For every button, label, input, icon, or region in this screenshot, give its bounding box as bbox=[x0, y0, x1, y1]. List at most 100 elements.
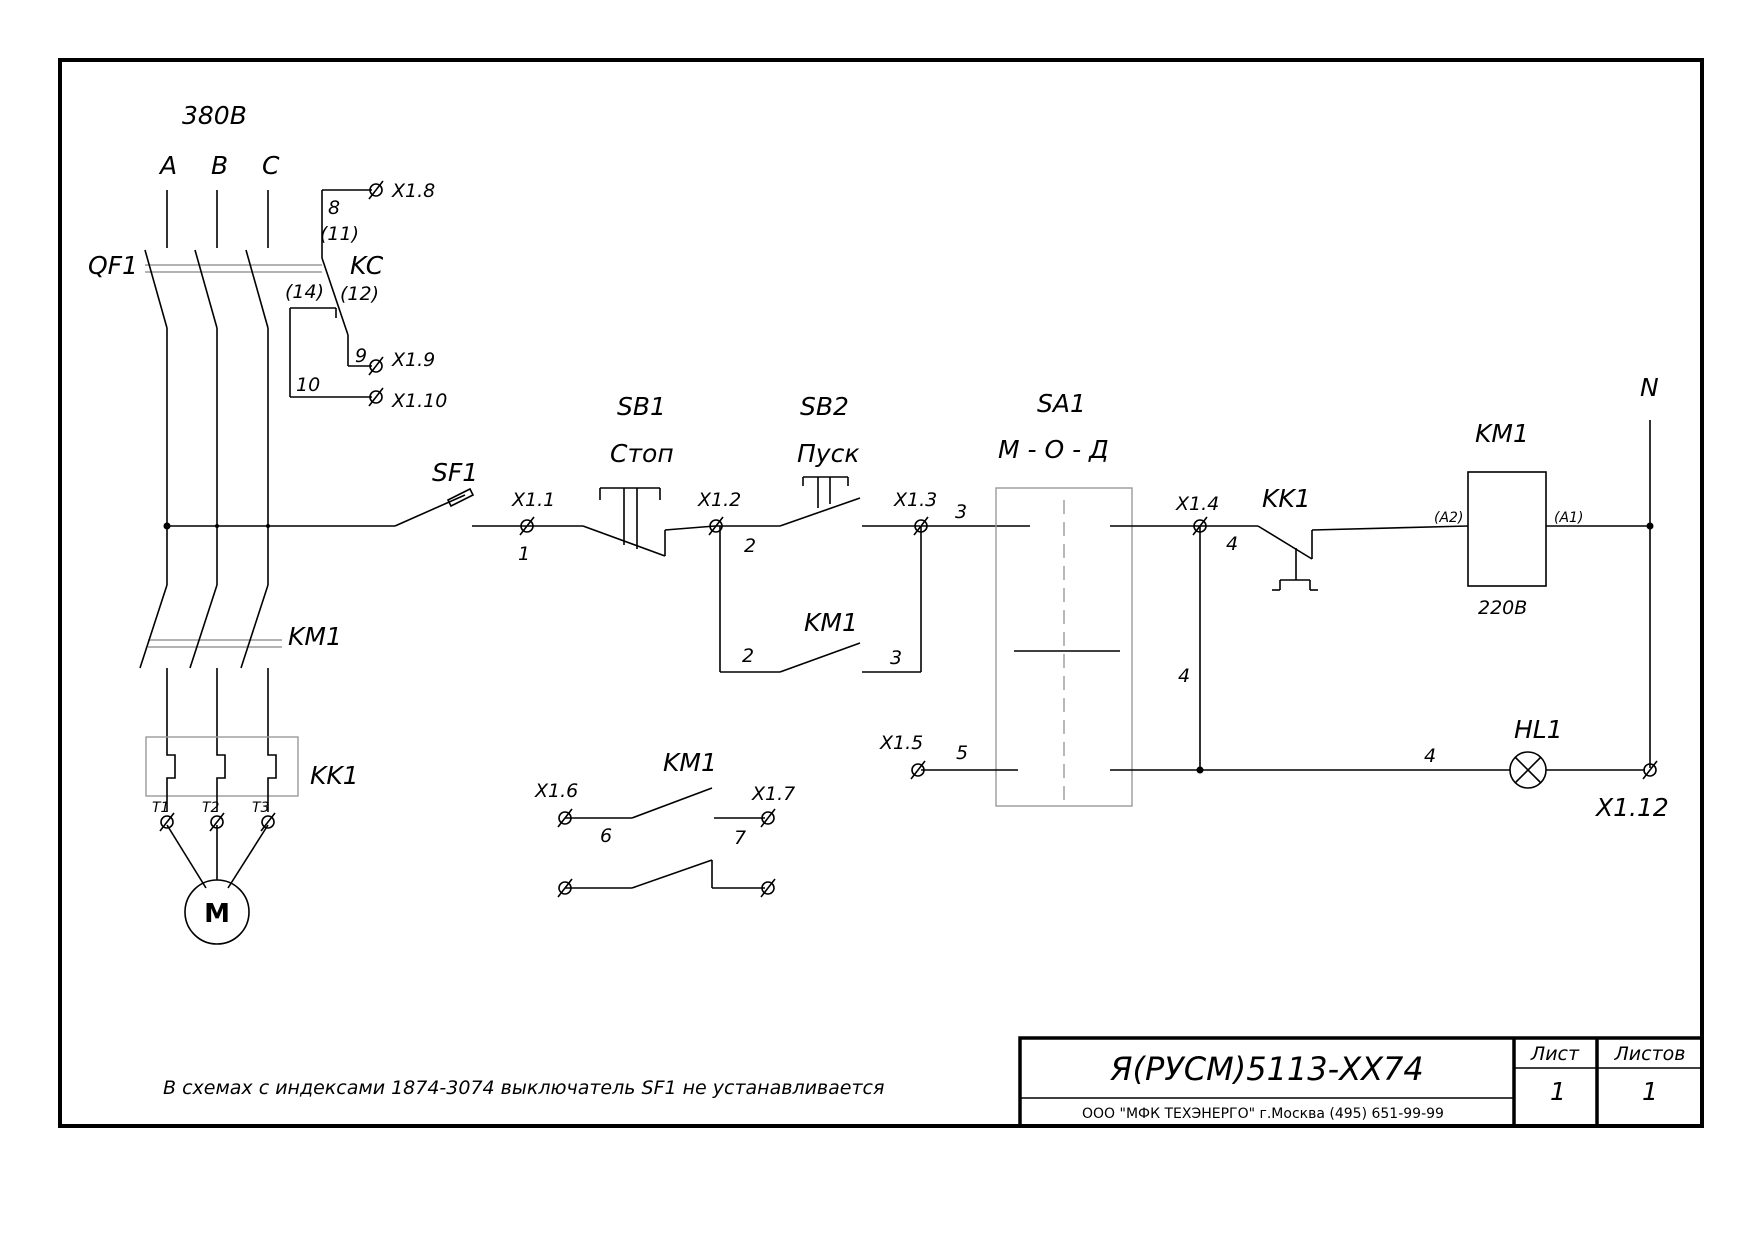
phase-a-label: A bbox=[158, 151, 177, 180]
title-block: Я(РУСМ)5113-XX74 ООО "МФК ТЕХЭНЕРГО" г.М… bbox=[1018, 1036, 1704, 1128]
kk1-relay-label: KK1 bbox=[310, 761, 359, 790]
terminal-x1-12 bbox=[1642, 760, 1658, 780]
wire-4-label: 4 bbox=[1226, 533, 1238, 555]
x1-12-label: X1.12 bbox=[1594, 793, 1669, 822]
terminal-x1-2 bbox=[708, 516, 724, 536]
x1-4-label: X1.4 bbox=[1175, 493, 1219, 515]
x1-7-label: X1.7 bbox=[751, 783, 795, 805]
company-info: ООО "МФК ТЕХЭНЕРГО" г.Москва (495) 651-9… bbox=[1082, 1106, 1444, 1122]
x1-10-label: X1.10 bbox=[391, 390, 447, 412]
t1-label: T1 bbox=[152, 800, 169, 816]
kk1-contact-label: KK1 bbox=[1262, 484, 1311, 513]
km1-main-label: KM1 bbox=[288, 622, 342, 651]
km1-main-contactor bbox=[139, 584, 282, 740]
terminals bbox=[159, 180, 1658, 898]
km1-extra-label: KM1 bbox=[663, 748, 717, 777]
neutral-line bbox=[1646, 420, 1654, 768]
motor bbox=[166, 824, 269, 945]
kc-pin-10: 10 bbox=[296, 374, 320, 396]
sb2-start-button bbox=[715, 476, 920, 527]
kc-pin-12: (12) bbox=[340, 283, 379, 305]
hl1-label: HL1 bbox=[1514, 715, 1563, 744]
km1-holding-contact bbox=[719, 526, 922, 673]
km1-holding-label: KM1 bbox=[804, 608, 858, 637]
km1-extra-contacts bbox=[565, 787, 765, 889]
sb1-stop-button bbox=[525, 487, 716, 557]
kc-pin-11: (11) bbox=[320, 223, 359, 245]
qf1-breaker bbox=[144, 249, 322, 585]
wire-3-label: 3 bbox=[955, 501, 967, 523]
kc-contact bbox=[289, 189, 372, 398]
wire-6-label: 6 bbox=[600, 825, 612, 847]
kk1-thermal-relay bbox=[145, 736, 299, 812]
sf1-label: SF1 bbox=[432, 458, 478, 487]
x1-1-label: X1.1 bbox=[511, 489, 555, 511]
phase-lines bbox=[166, 190, 269, 248]
voltage-supply-label: 380В bbox=[182, 101, 247, 130]
wire-3b-label: 3 bbox=[890, 647, 902, 669]
x1-3-label: X1.3 bbox=[893, 489, 937, 511]
labels: 380В A B C QF1 KC 8 (11) (14) (12) 9 10 … bbox=[88, 101, 1669, 929]
hl1-lamp bbox=[1509, 751, 1645, 789]
terminal-x1-1 bbox=[519, 516, 535, 536]
wire-4c-label: 4 bbox=[1424, 745, 1436, 767]
kc-pin-8: 8 bbox=[328, 197, 340, 219]
qf1-label: QF1 bbox=[88, 251, 138, 280]
terminal-x1-9 bbox=[368, 356, 384, 376]
terminal-x1-6b bbox=[557, 878, 573, 898]
wire-4-branch bbox=[1196, 526, 1510, 774]
wire-7-label: 7 bbox=[734, 827, 746, 849]
x1-2-label: X1.2 bbox=[697, 489, 741, 511]
sheet-label: Лист bbox=[1530, 1043, 1580, 1065]
x1-9-label: X1.9 bbox=[391, 349, 435, 371]
kc-pin-14: (14) bbox=[285, 281, 324, 303]
kc-label: KC bbox=[350, 251, 384, 280]
km1-coil bbox=[1467, 471, 1650, 587]
wire-2-label: 2 bbox=[744, 535, 756, 557]
wire-2b-label: 2 bbox=[742, 645, 754, 667]
sa1-label: SA1 bbox=[1037, 389, 1086, 418]
x1-6-label: X1.6 bbox=[534, 780, 578, 802]
wire-1-label: 1 bbox=[518, 543, 530, 565]
terminal-x1-3 bbox=[913, 516, 929, 536]
sb2-label: SB2 bbox=[800, 392, 849, 421]
t3-label: T3 bbox=[252, 800, 269, 816]
x1-8-label: X1.8 bbox=[391, 180, 435, 202]
sheets-value: 1 bbox=[1642, 1077, 1658, 1106]
terminal-x1-10 bbox=[368, 387, 384, 407]
phase-c-label: C bbox=[262, 151, 280, 180]
terminal-t3 bbox=[260, 812, 276, 832]
wire-5-label: 5 bbox=[956, 742, 968, 764]
sb1-label: SB1 bbox=[617, 392, 666, 421]
kk1-thermal-contact bbox=[1200, 525, 1469, 591]
terminal-x1-8 bbox=[368, 180, 384, 200]
coil-a1-label: (A1) bbox=[1554, 510, 1583, 526]
drawing-frame bbox=[58, 58, 1704, 1128]
sheets-label: Листов bbox=[1614, 1043, 1686, 1065]
phase-b-label: B bbox=[211, 151, 228, 180]
x1-5-label: X1.5 bbox=[879, 732, 923, 754]
sa1-modes: М - О - Д bbox=[998, 435, 1109, 464]
sb2-name: Пуск bbox=[797, 439, 859, 468]
footnote: В схемах с индексами 1874-3074 выключате… bbox=[163, 1077, 884, 1099]
km1-coil-label: KM1 bbox=[1475, 419, 1529, 448]
coil-a2-label: (A2) bbox=[1434, 510, 1463, 526]
terminal-t2 bbox=[209, 812, 225, 832]
terminal-x1-7 bbox=[760, 808, 776, 828]
sf1-switch bbox=[394, 487, 525, 527]
sheet-value: 1 bbox=[1550, 1077, 1566, 1106]
motor-label: M bbox=[204, 899, 230, 929]
terminal-x1-7b bbox=[760, 878, 776, 898]
terminal-x1-6 bbox=[557, 808, 573, 828]
control-bus bbox=[163, 522, 395, 530]
sb1-name: Стоп bbox=[610, 439, 674, 468]
t2-label: T2 bbox=[202, 800, 220, 816]
terminal-x1-4 bbox=[1192, 516, 1208, 536]
terminal-t1 bbox=[159, 812, 175, 832]
kc-pin-9: 9 bbox=[355, 345, 367, 367]
terminal-x1-5 bbox=[910, 760, 926, 780]
wire-4b-label: 4 bbox=[1178, 665, 1190, 687]
sa1-selector bbox=[921, 487, 1200, 807]
